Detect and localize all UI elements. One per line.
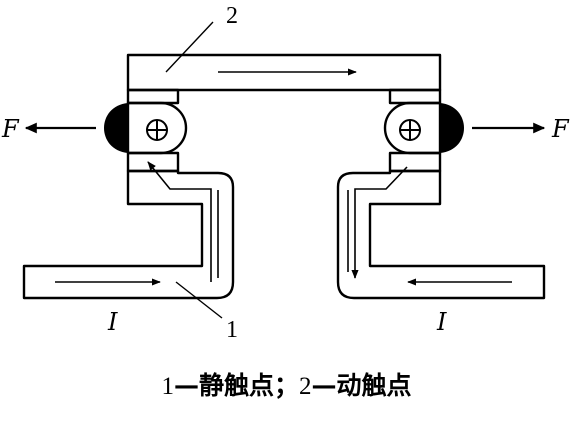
static-conductor-left: [22, 169, 235, 300]
current-path-right: [351, 166, 408, 279]
label-force-left: F: [1, 115, 20, 143]
current-path-left: [147, 161, 212, 282]
label-force-right: F: [551, 115, 570, 143]
caption-item2-number: 2: [299, 373, 312, 400]
figure-caption: 1—静触点；2—动触点: [0, 366, 573, 402]
label-current-right: I: [436, 308, 447, 336]
static-contact-pad-right: [388, 151, 442, 173]
current-into-page-icon-left: [146, 119, 168, 141]
label-moving-contact-number: 2: [226, 3, 238, 29]
leader-line-1: [175, 281, 223, 319]
moving-contact-pad-right: [388, 88, 442, 105]
contact-tip-left: [104, 103, 128, 153]
moving-contact-bar: [126, 53, 442, 92]
static-conductor-right: [336, 169, 546, 300]
label-current-left: I: [107, 308, 118, 336]
current-into-page-icon-right: [399, 119, 421, 141]
leader-line-2: [165, 21, 214, 73]
contact-body-right: [383, 101, 442, 155]
caption-item1-number: 1: [161, 373, 174, 400]
label-static-contact-number: 1: [226, 317, 238, 343]
moving-contact-pad-left: [126, 88, 180, 105]
caption-item2-text: —动触点: [311, 371, 412, 400]
contact-tip-right: [440, 103, 464, 153]
caption-item1-text: —静触点；: [173, 371, 299, 400]
